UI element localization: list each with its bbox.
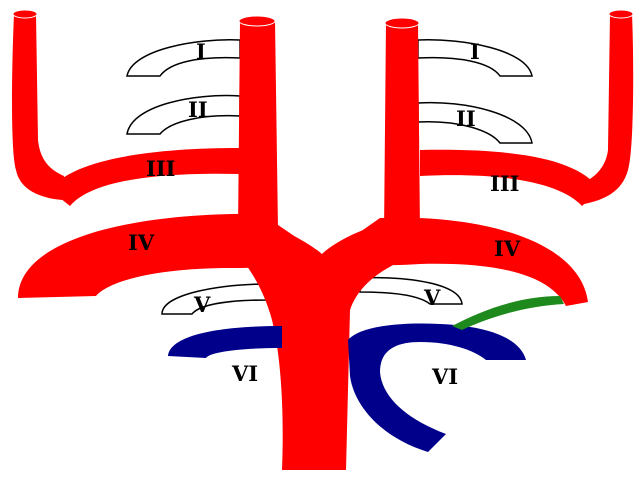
left-outer-vessel-top — [13, 10, 37, 18]
right-outer-vessel — [580, 14, 633, 204]
label-left-iv: IV — [128, 230, 155, 255]
left-arch-2 — [127, 96, 240, 134]
left-arch-6 — [168, 326, 282, 358]
left-dorsal-vessel-top — [239, 16, 275, 26]
label-left-i: I — [196, 39, 206, 64]
label-right-i: I — [470, 39, 480, 64]
green-duct — [452, 296, 564, 330]
label-right-iv: IV — [494, 236, 521, 261]
left-dorsal-vessel — [238, 20, 278, 232]
label-right-iii: III — [490, 171, 519, 196]
right-outer-vessel-top — [609, 10, 633, 18]
right-dorsal-vessel-top — [385, 18, 419, 28]
label-right-ii: II — [456, 106, 476, 131]
right-arch-5 — [360, 278, 462, 304]
left-arch-1 — [127, 40, 240, 76]
label-left-v: V — [193, 292, 211, 317]
left-outer-vessel — [12, 14, 64, 200]
label-right-v: V — [423, 285, 441, 310]
label-left-ii: II — [188, 97, 208, 122]
left-arch-5 — [162, 284, 268, 314]
label-right-vi: VI — [431, 364, 458, 389]
label-left-iii: III — [146, 156, 175, 181]
left-arch-3 — [50, 148, 240, 206]
right-dorsal-vessel — [384, 22, 420, 234]
label-left-vi: VI — [231, 361, 258, 386]
arterial-system — [12, 10, 633, 470]
